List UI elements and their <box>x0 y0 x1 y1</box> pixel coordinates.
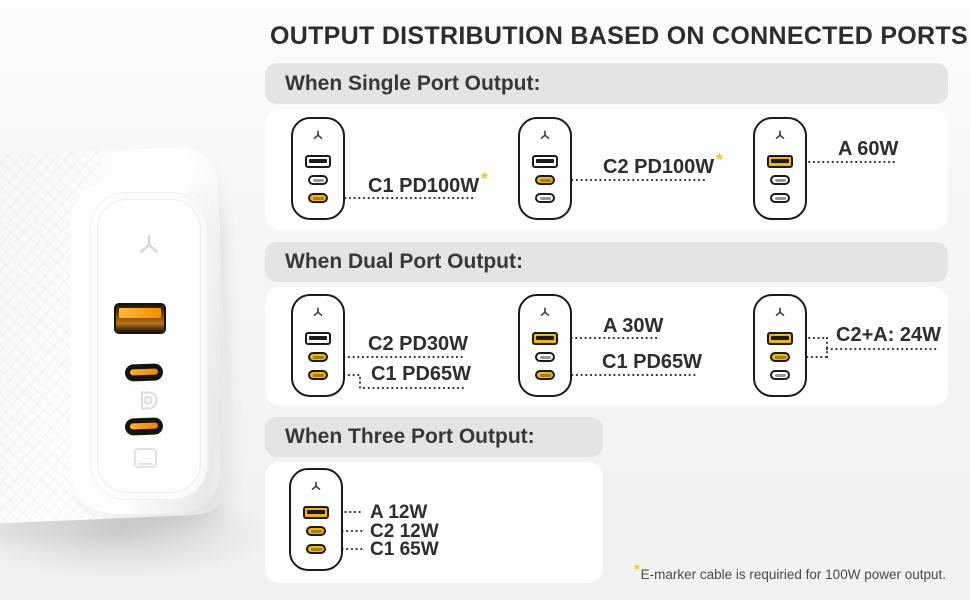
mini-charger <box>291 117 345 220</box>
section-body-single <box>265 109 948 230</box>
brand-logo-icon <box>313 130 323 139</box>
mini-charger <box>291 294 345 397</box>
port-label: C1 PD100W* <box>368 168 488 197</box>
usb-c2-port <box>770 352 790 362</box>
mini-charger <box>518 294 572 397</box>
usb-a-tongue <box>119 308 161 318</box>
pd-logo-icon <box>140 391 158 410</box>
brand-logo-icon <box>540 130 550 139</box>
device-screen-icon <box>134 448 157 468</box>
port-label: C2 PD100W* <box>603 149 723 178</box>
footnote: *E-marker cable is requiried for 100W po… <box>632 562 946 582</box>
mini-charger <box>753 117 807 220</box>
mini-charger <box>289 468 343 571</box>
usb-c-tongue <box>129 422 159 430</box>
usb-c2-port <box>306 526 326 536</box>
usb-c2-port <box>308 352 328 362</box>
usb-c1-port <box>308 193 328 203</box>
page-title: OUTPUT DISTRIBUTION BASED ON CONNECTED P… <box>270 22 968 50</box>
usb-c2-port <box>770 175 790 185</box>
asterisk: * <box>481 168 488 188</box>
usb-a-port <box>767 332 793 345</box>
port-label: C2 PD30W <box>368 333 469 355</box>
section-header-dual: When Dual Port Output: <box>265 242 948 282</box>
port-label: C2 12W <box>370 521 439 542</box>
port-label: A 12W <box>370 502 428 523</box>
usb-a-port <box>303 506 329 519</box>
port-label: C2+A: 24W <box>836 324 942 346</box>
asterisk: * <box>634 562 640 578</box>
brand-logo-icon <box>540 307 550 316</box>
usb-a-port <box>532 332 558 345</box>
brand-logo-icon <box>313 307 323 316</box>
charger-face-plate <box>90 192 208 500</box>
usb-a-port <box>305 155 331 168</box>
mini-charger <box>518 117 572 220</box>
photo-usb-a-port <box>116 305 164 332</box>
port-label: C1 PD65W <box>371 363 472 385</box>
usb-c-tongue <box>129 368 159 376</box>
usb-a-port <box>532 155 558 168</box>
brand-logo-icon <box>775 307 785 316</box>
section-heading: When Three Port Output: <box>285 425 535 448</box>
section-heading: When Single Port Output: <box>285 71 541 95</box>
usb-a-port <box>305 332 331 345</box>
face-ring <box>97 199 201 493</box>
brand-logo-icon <box>775 130 785 139</box>
brand-logo-icon <box>140 235 158 253</box>
port-label: C1 PD65W <box>602 351 703 373</box>
usb-c1-port <box>770 193 790 203</box>
mini-charger <box>753 294 807 397</box>
section-heading: When Dual Port Output: <box>285 250 523 273</box>
usb-c1-port <box>306 544 326 554</box>
usb-c2-port <box>535 175 555 185</box>
usb-c1-port <box>308 370 328 380</box>
usb-c1-port <box>535 193 555 203</box>
port-label: C1 65W <box>370 539 439 560</box>
asterisk: * <box>716 149 723 169</box>
footnote-text: E-marker cable is requiried for 100W pow… <box>640 567 946 582</box>
photo-usb-c-port-1 <box>124 363 164 382</box>
usb-c1-port <box>770 370 790 380</box>
photo-usb-c-port-2 <box>124 417 164 436</box>
section-header-single: When Single Port Output: <box>265 63 948 104</box>
usb-c1-port <box>535 370 555 380</box>
port-label: A 30W <box>603 315 664 337</box>
brand-logo-icon <box>311 481 321 490</box>
usb-c2-port <box>308 175 328 185</box>
usb-a-port <box>767 155 793 168</box>
charger-photo <box>0 0 268 600</box>
port-label: A 60W <box>838 138 899 160</box>
usb-c2-port <box>535 352 555 362</box>
section-header-three: When Three Port Output: <box>265 417 603 457</box>
